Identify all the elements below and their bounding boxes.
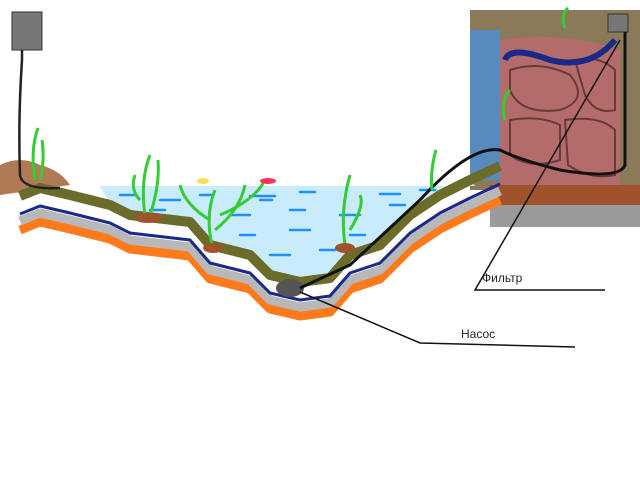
water — [100, 180, 475, 282]
water-ripples — [118, 188, 437, 257]
filter-leader-line — [473, 39, 621, 291]
pump — [276, 279, 304, 297]
pump-leader-line — [299, 291, 576, 348]
filter-box — [607, 13, 629, 33]
liner-layers — [18, 161, 503, 321]
plant-pots — [134, 213, 355, 253]
plants — [31, 6, 570, 246]
water-lily-yellow — [197, 178, 209, 184]
filter-label: Фильтр — [482, 271, 523, 285]
hose — [299, 32, 627, 290]
control-box — [11, 11, 43, 51]
pump-label: Насос — [461, 327, 496, 341]
water-lily-red — [260, 178, 276, 184]
power-cable — [18, 50, 61, 190]
platform — [490, 205, 640, 227]
